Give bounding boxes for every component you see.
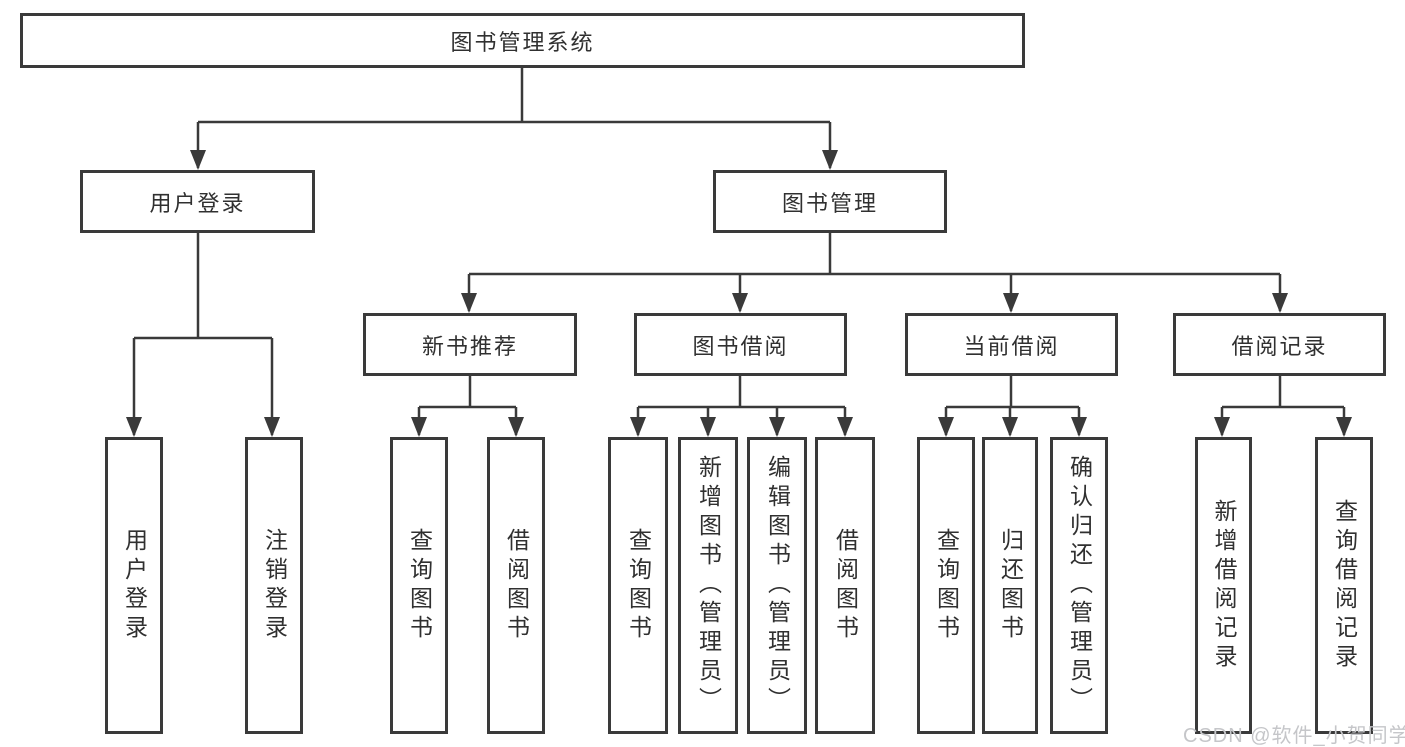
arrow-down-icon xyxy=(461,293,477,313)
leaf-query-books-borrow: 查询图书 xyxy=(608,437,668,734)
leaf-borrow-books-label: 借阅图书 xyxy=(832,527,859,644)
node-new-book-recommend: 新书推荐 xyxy=(363,313,577,376)
arrow-down-icon xyxy=(264,417,280,437)
leaf-confirm-return-admin-label: 确认归还（管理员） xyxy=(1066,455,1093,716)
leaf-query-books-recommend-label: 查询图书 xyxy=(406,527,433,644)
arrow-down-icon xyxy=(126,417,142,437)
arrow-down-icon xyxy=(1002,417,1018,437)
leaf-borrow-books-recommend-label: 借阅图书 xyxy=(503,527,530,644)
leaf-add-books-admin: 新增图书（管理员） xyxy=(678,437,738,734)
node-book-borrow: 图书借阅 xyxy=(634,313,847,376)
leaf-user-login-label: 用户登录 xyxy=(121,527,148,644)
leaf-query-books-recommend: 查询图书 xyxy=(390,437,448,734)
leaf-logout: 注销登录 xyxy=(245,437,303,734)
leaf-query-books-current: 查询图书 xyxy=(917,437,975,734)
arrow-down-icon xyxy=(837,417,853,437)
leaf-borrow-books: 借阅图书 xyxy=(815,437,875,734)
leaf-confirm-return-admin: 确认归还（管理员） xyxy=(1050,437,1108,734)
leaf-add-books-admin-label: 新增图书（管理员） xyxy=(695,455,722,716)
arrow-down-icon xyxy=(822,150,838,170)
node-root: 图书管理系统 xyxy=(20,13,1025,68)
node-book-management-label: 图书管理 xyxy=(781,190,878,216)
arrow-down-icon xyxy=(1071,417,1087,437)
arrow-down-icon xyxy=(411,417,427,437)
leaf-return-books-label: 归还图书 xyxy=(997,527,1024,644)
leaf-user-login: 用户登录 xyxy=(105,437,163,734)
leaf-query-books-current-label: 查询图书 xyxy=(933,527,960,644)
connector-lines xyxy=(132,68,1346,435)
leaf-add-borrow-record: 新增借阅记录 xyxy=(1195,437,1252,734)
leaf-add-borrow-record-label: 新增借阅记录 xyxy=(1211,498,1237,673)
arrow-down-icon xyxy=(938,417,954,437)
arrow-down-icon xyxy=(769,417,785,437)
node-book-borrow-label: 图书借阅 xyxy=(692,333,789,359)
node-root-label: 图书管理系统 xyxy=(450,29,595,55)
node-user-login: 用户登录 xyxy=(80,170,315,233)
arrow-down-icon xyxy=(1272,293,1288,313)
leaf-query-books-borrow-label: 查询图书 xyxy=(625,527,652,644)
arrow-down-icon xyxy=(1003,293,1019,313)
node-borrow-records: 借阅记录 xyxy=(1173,313,1386,376)
leaf-query-borrow-record: 查询借阅记录 xyxy=(1315,437,1373,734)
node-current-borrow-label: 当前借阅 xyxy=(963,333,1060,359)
arrow-down-icon xyxy=(190,150,206,170)
leaf-return-books: 归还图书 xyxy=(982,437,1038,734)
arrow-down-icon xyxy=(630,417,646,437)
node-current-borrow: 当前借阅 xyxy=(905,313,1118,376)
leaf-edit-books-admin: 编辑图书（管理员） xyxy=(747,437,807,734)
leaf-query-borrow-record-label: 查询借阅记录 xyxy=(1331,498,1358,673)
node-new-book-recommend-label: 新书推荐 xyxy=(421,333,518,359)
leaf-borrow-books-recommend: 借阅图书 xyxy=(487,437,545,734)
arrow-down-icon xyxy=(1214,417,1230,437)
arrowheads xyxy=(126,150,1352,437)
arrow-down-icon xyxy=(1336,417,1352,437)
arrow-down-icon xyxy=(700,417,716,437)
node-borrow-records-label: 借阅记录 xyxy=(1231,333,1328,359)
arrow-down-icon xyxy=(508,417,524,437)
node-user-login-label: 用户登录 xyxy=(149,190,246,216)
leaf-logout-label: 注销登录 xyxy=(261,527,288,644)
arrow-down-icon xyxy=(732,293,748,313)
node-book-management: 图书管理 xyxy=(713,170,947,233)
leaf-edit-books-admin-label: 编辑图书（管理员） xyxy=(764,455,791,716)
watermark: CSDN @软件_小贺同学 xyxy=(1183,725,1405,747)
